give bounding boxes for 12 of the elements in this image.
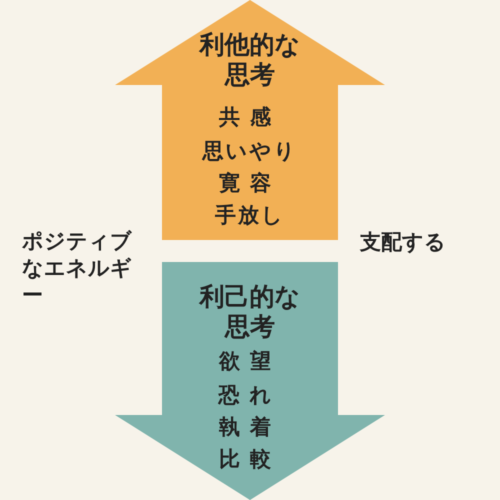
side-label: ポジティブなエネルギー xyxy=(22,228,133,309)
word: 執着 xyxy=(218,414,282,440)
word: 欲望 xyxy=(218,348,282,374)
word: 思いやり xyxy=(201,138,298,164)
side-label: 支配する xyxy=(360,229,447,256)
heading: 利己的な思考 xyxy=(198,282,302,342)
heading: 利他的な思考 xyxy=(198,30,302,90)
word: 手放し xyxy=(214,202,286,228)
word: 比較 xyxy=(218,446,282,472)
word: 恐れ xyxy=(217,382,282,408)
word: 寛容 xyxy=(218,170,282,196)
word: 共感 xyxy=(218,104,282,130)
